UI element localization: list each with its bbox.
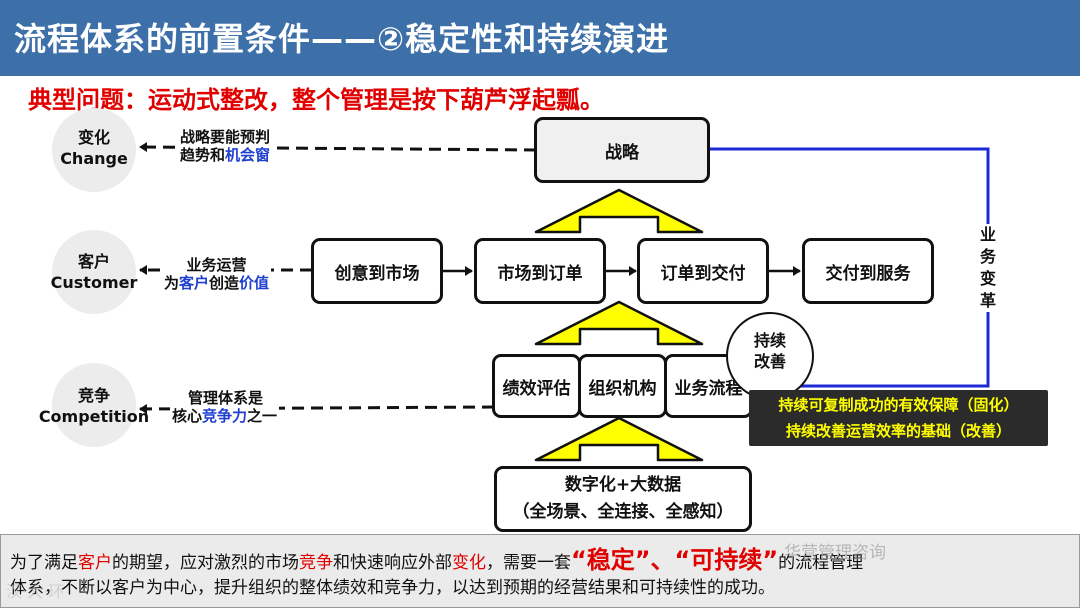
summary-line2: 体系，不断以客户为中心，提升组织的整体绩效和竞争力，以达到预期的经营结果和可持续… — [10, 578, 775, 598]
box-order-to-delivery: 订单到交付 — [637, 238, 769, 304]
watermark: 华营管理咨询 — [784, 543, 886, 563]
label-change-cn: 变化 — [77, 128, 110, 147]
bt-char-1: 业 — [979, 225, 996, 244]
circle-change — [52, 108, 136, 192]
box-organization: 组织机构 — [578, 354, 667, 418]
yellow-up-arrow-middle — [534, 300, 704, 346]
circle-competition — [52, 363, 136, 447]
note-change: 战略要能预判 趋势和机会窗 — [180, 128, 271, 164]
note-customer-line2: 为客户创造价值 — [164, 274, 270, 292]
box-performance: 绩效评估 — [492, 354, 581, 418]
continuous-improvement-label: 持续 改善 — [726, 330, 814, 372]
note-customer-line1: 业务运营 — [186, 256, 247, 274]
box-strategy: 战略 — [534, 117, 710, 183]
summary-line1: 为了满足客户的期望，应对激烈的市场竞争和快速响应外部变化，需要一套“稳定”、“可… — [10, 546, 864, 574]
title-bar: 流程体系的前置条件——②稳定性和持续演进 — [0, 0, 1080, 76]
subtitle: 典型问题：运动式整改，整个管理是按下葫芦浮起瓢。 — [28, 86, 604, 114]
business-transformation-label: 业 务 变 革 — [976, 224, 1000, 312]
yellow-up-arrow-top — [534, 188, 704, 234]
box-idea-to-market: 创意到市场 — [311, 238, 443, 304]
bt-char-2: 务 — [979, 247, 996, 266]
label-customer-en: Customer — [50, 273, 138, 292]
label-customer-cn: 客户 — [77, 252, 110, 271]
box-delivery-to-service: 交付到服务 — [802, 238, 934, 304]
note-change-line1: 战略要能预判 — [180, 128, 271, 146]
label-competition-cn: 竞争 — [77, 386, 110, 405]
bt-char-4: 革 — [979, 291, 996, 310]
base-line2: （全场景、全连接、全感知） — [512, 502, 734, 522]
summary-text: 为了满足客户的期望，应对激烈的市场竞争和快速响应外部变化，需要一套“稳定”、“可… — [10, 548, 1072, 601]
bt-char-3: 变 — [979, 269, 996, 288]
box-digital-bigdata: 数字化+大数据 （全场景、全连接、全感知） — [494, 466, 752, 532]
highlight-line1: 持续可复制成功的有效保障（固化） — [778, 396, 1019, 414]
continuous-improvement-line2: 改善 — [753, 352, 786, 371]
box-market-to-order: 市场到订单 — [474, 238, 606, 304]
continuous-improvement-line1: 持续 — [753, 331, 786, 350]
note-competition: 管理体系是 核心竞争力之一 — [170, 389, 280, 425]
page-title: 流程体系的前置条件——②稳定性和持续演进 — [14, 20, 670, 58]
note-competition-line1: 管理体系是 — [188, 389, 264, 407]
label-competition: 竞争 Competition — [30, 385, 158, 427]
note-customer: 业务运营 为客户创造价值 — [162, 256, 272, 292]
note-competition-line2: 核心竞争力之一 — [172, 407, 278, 425]
note-change-line2: 趋势和机会窗 — [180, 146, 271, 164]
label-change: 变化 Change — [52, 127, 136, 169]
base-line1: 数字化+大数据 — [564, 475, 682, 495]
circle-customer — [52, 230, 136, 314]
yellow-up-arrow-bottom — [534, 416, 704, 462]
label-customer: 客户 Customer — [42, 251, 146, 293]
highlight-line2: 持续改善运营效率的基础（改善） — [785, 422, 1011, 440]
label-change-en: Change — [60, 149, 128, 168]
highlight-box: 持续可复制成功的有效保障（固化） 持续改善运营效率的基础（改善） — [749, 390, 1048, 446]
watermark-left: 汉·大·环 — [6, 582, 65, 601]
label-competition-en: Competition — [38, 407, 150, 426]
